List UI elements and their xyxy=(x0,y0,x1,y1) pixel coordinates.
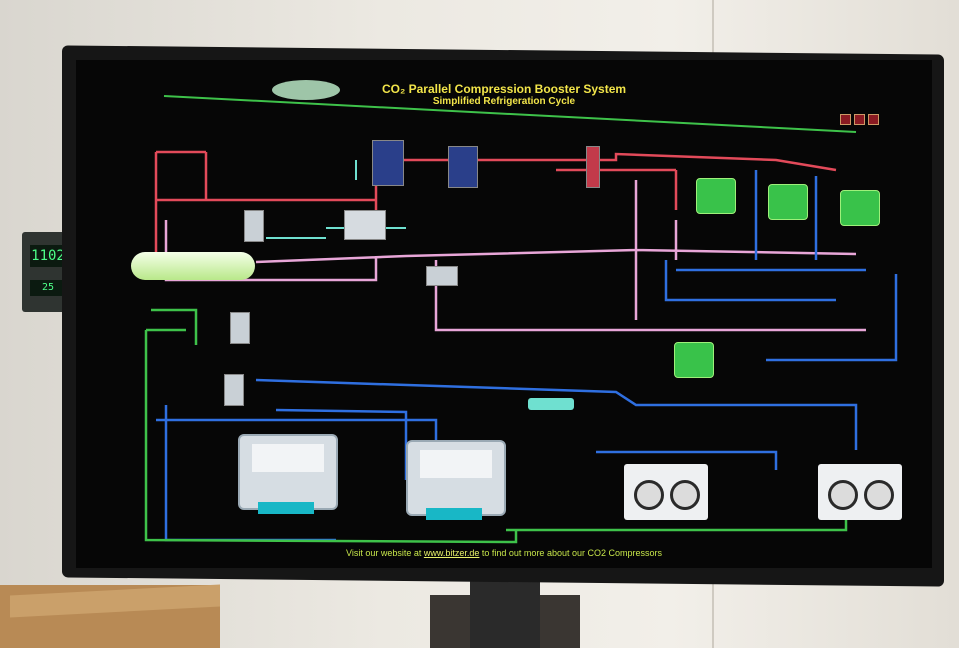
plate-heat-exchanger-1 xyxy=(244,210,264,242)
refrigeration-piping-diagram xyxy=(144,95,898,544)
monitor-stand xyxy=(470,580,540,648)
monitor-screen: CO₂ Parallel Compression Booster System … xyxy=(76,60,932,568)
thermostat-display-bottom: 25 xyxy=(30,280,66,296)
plate-heat-exchanger-2 xyxy=(230,312,250,344)
mt-compressor-3 xyxy=(840,190,880,226)
lt-evaporator-unit xyxy=(818,464,902,520)
display-case-2-window xyxy=(420,450,492,478)
footer-text: Visit our website at www.bitzer.de to fi… xyxy=(76,548,932,558)
display-case-1-window xyxy=(252,444,324,472)
header-rule xyxy=(163,95,857,133)
website-link[interactable]: www.bitzer.de xyxy=(423,548,480,558)
plate-heat-exchanger-3 xyxy=(224,374,244,406)
fan-icon xyxy=(634,480,664,510)
display-case-1 xyxy=(238,434,338,510)
fan-icon xyxy=(670,480,700,510)
gas-cooler-coil-1 xyxy=(372,140,404,186)
footer-prefix: Visit our website at xyxy=(346,548,424,558)
diagram-title: CO₂ Parallel Compression Booster System xyxy=(381,82,627,96)
diagram-subtitle: Simplified Refrigeration Cycle xyxy=(432,96,576,107)
lt-compressor xyxy=(674,342,714,378)
window-button-1[interactable] xyxy=(840,114,851,125)
fan-icon xyxy=(864,480,894,510)
pipe-high-pressure xyxy=(154,150,837,252)
brand-logo xyxy=(272,80,340,100)
display-case-2 xyxy=(406,440,506,516)
mt-evaporator-unit xyxy=(624,464,708,520)
thermostat-display-top: 1102 xyxy=(30,245,66,267)
receiver-tank xyxy=(131,252,255,280)
display-case-2-base xyxy=(426,508,482,520)
oil-separator xyxy=(528,398,574,410)
gas-cooler-coil-2 xyxy=(448,146,478,188)
display-case-1-base xyxy=(258,502,314,514)
window-button-2[interactable] xyxy=(854,114,865,125)
separator-vessel xyxy=(586,146,600,188)
window-button-3[interactable] xyxy=(868,114,879,125)
footer-suffix: to find out more about our CO2 Compresso… xyxy=(479,548,662,558)
fan-icon xyxy=(828,480,858,510)
mt-compressor-1 xyxy=(696,178,736,214)
pipe-medium-pressure xyxy=(164,180,866,332)
gas-cooler-unit xyxy=(344,210,386,240)
mt-compressor-2 xyxy=(768,184,808,220)
plate-heat-exchanger-4 xyxy=(426,266,458,286)
pipe-liquid xyxy=(144,308,848,544)
